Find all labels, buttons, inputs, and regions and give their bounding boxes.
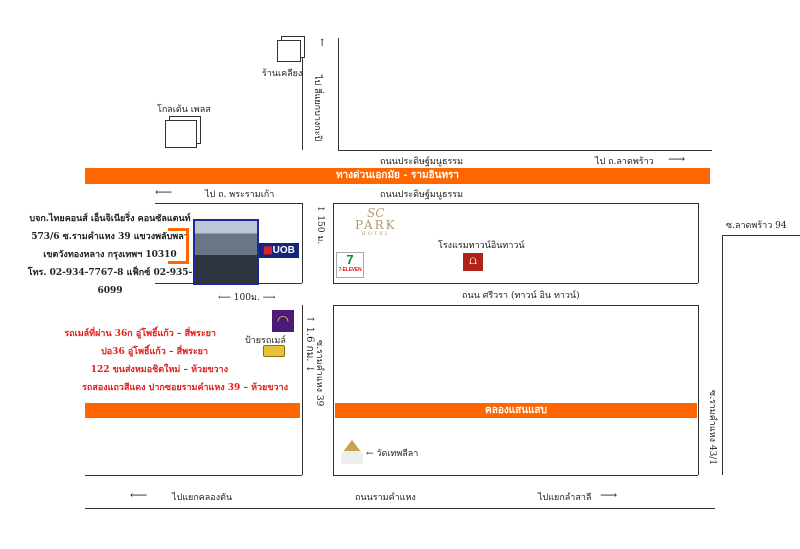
seven-eleven-label: 7-ELEVEN xyxy=(338,267,362,273)
road-label-north: ถนนประดิษฐ์มนูธรรม xyxy=(380,157,464,167)
road-edge xyxy=(338,38,339,150)
road-edge xyxy=(722,235,800,236)
road-edge xyxy=(333,305,334,475)
shop-building-icon xyxy=(277,40,301,62)
road-edge xyxy=(333,203,698,204)
uob-logo: ▦UOB xyxy=(259,243,299,258)
arrow-left-icon: ⟵ xyxy=(155,185,173,199)
company-phone: โทร. 02-934-7767-8 แฟ็กซ์ 02-935-6099 xyxy=(27,268,193,296)
road-edge xyxy=(333,203,334,283)
canal-label: คลองแสนแสบ xyxy=(485,405,547,416)
road-edge xyxy=(333,283,698,284)
direction-rama9: ไป ถ. พระรามเก้า xyxy=(205,190,275,200)
arrow-up-icon: ↑ xyxy=(318,38,327,49)
hotel-label: โรงแรมทาวน์อินทาวน์ xyxy=(438,241,525,251)
hotel-logo: SC PARK HOTEL xyxy=(355,206,397,237)
road-edge xyxy=(698,203,699,283)
bus-stop-label: ป้ายรถเมล์ xyxy=(245,336,286,346)
seven-eleven-numeral: 7 xyxy=(346,252,354,267)
canal-west xyxy=(85,403,300,418)
golden-place-label: โกลเด้น เพลส xyxy=(157,105,211,115)
road-edge xyxy=(302,203,303,283)
road-edge xyxy=(722,235,723,475)
distance-1-6km: ↑ 1.6 กม. ↓ xyxy=(304,315,315,374)
road-edge xyxy=(155,203,302,204)
shop-label: ร้านเคลียง xyxy=(262,69,303,79)
road-edge xyxy=(698,305,699,475)
road-edge xyxy=(85,508,715,509)
road-label-ramkhamhaeng: ถนนรามคำแหง xyxy=(355,493,416,503)
road-edge xyxy=(302,38,303,150)
bus-route: รถสองแถวสีแดง ปากซอยรามคำแหง 39 – ห้วยขว… xyxy=(82,383,288,393)
road-label-sriwara: ถนน ศรีวรา (ทาวน์ อิน ทาวน์) xyxy=(462,291,580,301)
road-label-soi43: ซ.รามคำแหง 43/1 xyxy=(707,390,717,466)
road-label-soi39: ซ.รามคำแหง 39 xyxy=(314,340,324,407)
company-name: บจก.ไทยคอนส์ เอ็นจิเนียริ่ง คอนซัลแตนท์ xyxy=(29,214,191,224)
bus-route: 122 ขนส่งหมอชิตใหม่ – ห้วยขวาง xyxy=(90,365,228,375)
canal: คลองแสนแสบ xyxy=(335,403,697,418)
direction-klongtan: ไปแยกคลองตัน xyxy=(172,493,233,503)
road-edge xyxy=(338,150,712,151)
pointer-arrow-icon xyxy=(168,228,189,264)
company-address2: เขตวังทองหลาง กรุงเทพฯ 10310 xyxy=(43,250,177,260)
road-label-south: ถนนประดิษฐ์มนูธรรม xyxy=(380,190,464,200)
bus-icon xyxy=(263,345,285,357)
scb-bank-logo: ◠ xyxy=(272,310,294,332)
temple-label: ← วัดเทพลีลา xyxy=(366,449,419,459)
company-info: บจก.ไทยคอนส์ เอ็นจิเนียริ่ง คอนซัลแตนท์ … xyxy=(20,210,200,300)
bus-routes: รถเมล์ที่ผ่าน 36ก อู่โพธิ์แก้ว – สี่พระย… xyxy=(20,325,288,397)
golden-place-building-icon xyxy=(165,120,197,148)
direction-ladprao: ไป ถ.ลาดพร้าว xyxy=(595,157,654,167)
hotel-icon: ⩍ xyxy=(463,253,483,271)
expressway-label: ทางด่วนเอกมัย - รามอินทรา xyxy=(335,170,460,181)
arrow-left-icon: ⟵ xyxy=(130,488,148,502)
road-edge xyxy=(333,475,698,476)
road-edge xyxy=(302,305,303,475)
distance-150m: ↕ 150 ม. xyxy=(315,205,325,245)
expressway: ทางด่วนเอกมัย - รามอินทรา xyxy=(85,168,710,184)
road-label-ladprao94: ซ.ลาดพร้าว 94 xyxy=(726,221,787,231)
bus-route: ปอ36 อู่โพธิ์แก้ว – สี่พระยา xyxy=(101,347,208,357)
direction-lamsali: ไปแยกลำสาลี xyxy=(538,493,592,503)
company-address1: 573/6 ซ.รามคำแหง 39 แขวงพลับพลา xyxy=(31,232,189,242)
office-photo xyxy=(193,219,259,285)
seven-eleven-logo: 7 7-ELEVEN xyxy=(336,252,364,278)
temple-icon xyxy=(341,440,363,464)
bus-route: รถเมล์ที่ผ่าน 36ก อู่โพธิ์แก้ว – สี่พระย… xyxy=(64,329,216,339)
arrow-right-icon: ⟶ xyxy=(668,152,686,166)
road-edge xyxy=(333,305,698,306)
distance-100m: ⟵ 100ม. ⟶ xyxy=(218,293,276,303)
arrow-right-icon: ⟶ xyxy=(600,488,618,502)
direction-bangkapi: ไป สี่แยกบางกะปิ xyxy=(312,75,322,142)
road-edge xyxy=(85,475,302,476)
